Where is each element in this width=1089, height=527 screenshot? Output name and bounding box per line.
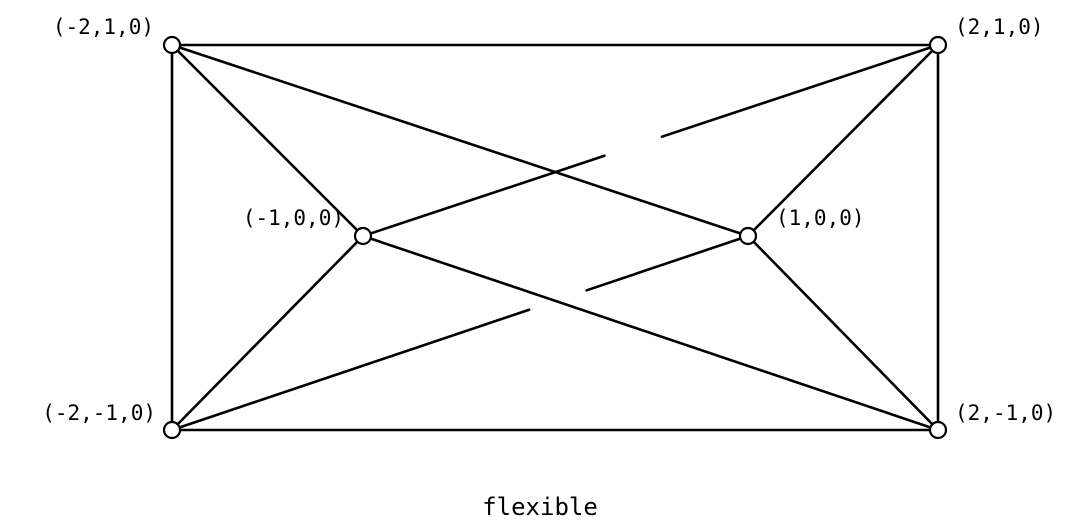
node-label-ml: (-1,0,0) — [243, 206, 344, 230]
node-br — [928, 420, 948, 440]
label-layer: (-2,1,0) (2,1,0) (-1,0,0) (1,0,0) (-2,-1… — [42, 15, 1056, 425]
node-label-tr: (2,1,0) — [955, 15, 1044, 39]
edge-bl-mr — [585, 234, 750, 292]
node-ml — [353, 226, 373, 246]
edge-bl-ml — [170, 234, 365, 432]
node-label-bl: (-2,-1,0) — [42, 401, 156, 425]
node-label-tl: (-2,1,0) — [53, 15, 154, 39]
node-label-mr: (1,0,0) — [776, 206, 865, 230]
node-tr — [928, 35, 948, 55]
edge-bl-mr — [170, 308, 531, 432]
edge-tr-mr — [746, 43, 940, 238]
node-mr — [738, 226, 758, 246]
node-bl — [162, 420, 182, 440]
diagram-caption: flexible — [482, 493, 598, 521]
edge-layer — [170, 43, 940, 432]
edge-tl-ml — [170, 43, 365, 238]
node-layer — [162, 35, 948, 440]
edge-ml-tr — [660, 43, 940, 138]
edge-ml-tr — [361, 154, 606, 238]
edge-br-mr — [746, 234, 940, 432]
node-label-br: (2,-1,0) — [955, 401, 1056, 425]
node-tl — [162, 35, 182, 55]
edge-tl-mr — [170, 43, 750, 238]
edge-ml-br — [361, 234, 940, 432]
